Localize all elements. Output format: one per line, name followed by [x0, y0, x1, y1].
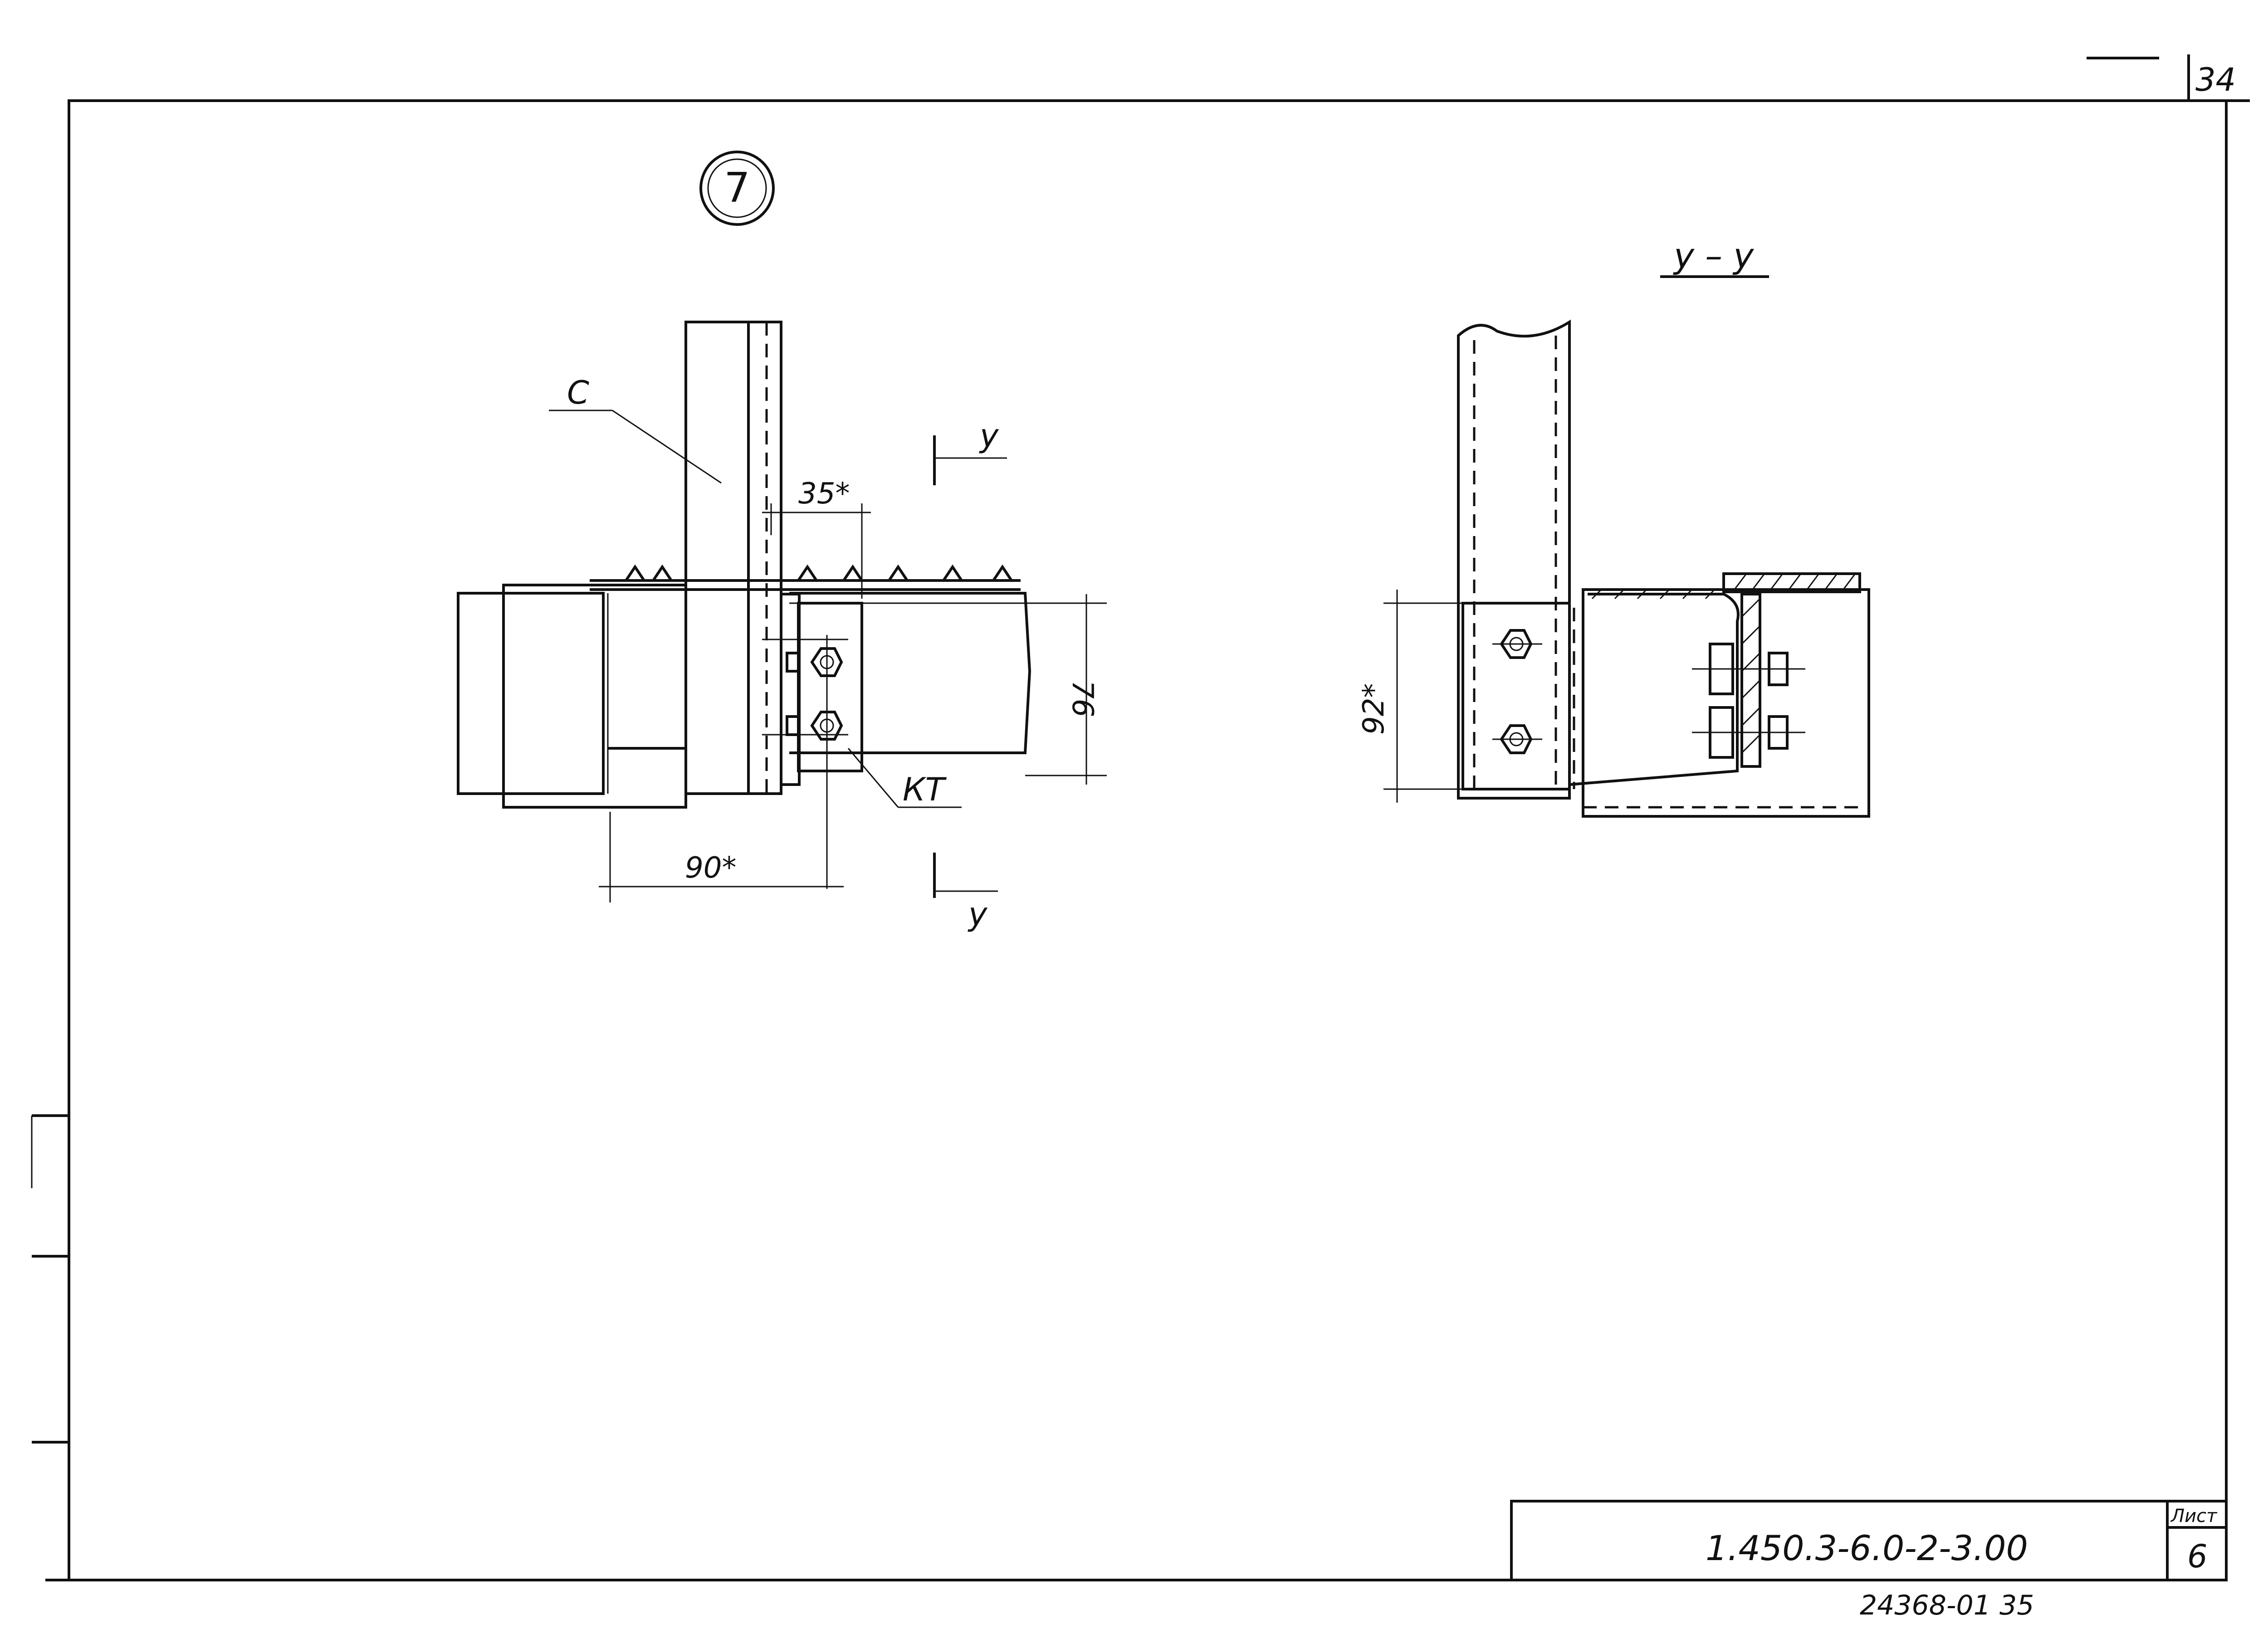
section-mark-bottom-label: у — [968, 896, 988, 933]
section-angle — [1569, 593, 1740, 786]
dim-35: 35* — [798, 477, 850, 511]
hatching — [1591, 573, 1856, 600]
plate-kt-back — [780, 593, 801, 786]
detail-number: 7 — [724, 164, 750, 212]
detail-circle-outer — [699, 151, 775, 226]
bolt — [786, 647, 843, 677]
drawing-designation: 1.450.3-6.0-2-3.00 — [1706, 1528, 2028, 1568]
leader-kt — [847, 748, 899, 808]
detail-circle-inner — [707, 158, 767, 218]
section-beam — [1582, 588, 1870, 818]
section-column — [1457, 319, 1571, 800]
section-plate — [1461, 602, 1571, 790]
left-view: С КТ 35* 76 90* у у — [457, 321, 1107, 933]
footer-code: 24368-01 35 — [1860, 1590, 2034, 1621]
sheet-label: Лист — [2170, 1506, 2218, 1527]
left-beam-web — [457, 592, 605, 795]
corner-number: 34 — [2195, 61, 2236, 98]
hatching — [1741, 598, 1761, 754]
hatched-top-strip — [1722, 572, 1861, 593]
column-c — [684, 321, 782, 795]
plate-kt — [797, 602, 863, 772]
dim-92: 92* — [1357, 683, 1391, 735]
title-block — [1510, 1500, 2228, 1581]
drawing-frame — [68, 99, 2228, 1581]
section-mark-top-label: у — [979, 417, 999, 454]
section-view: у – у — [1357, 235, 1870, 818]
grating-teeth — [625, 564, 1013, 581]
dim-90: 90* — [685, 851, 736, 885]
right-beam — [789, 592, 1031, 754]
leader-c — [612, 410, 722, 484]
label-kt: КТ — [903, 771, 947, 808]
sheet-number: 6 — [2187, 1538, 2208, 1575]
dim-76: 76 — [1066, 680, 1099, 717]
section-vertical-plate — [1740, 593, 1761, 768]
left-beam-channel — [502, 584, 687, 809]
label-c: С — [567, 374, 589, 411]
section-title: у – у — [1673, 235, 1754, 276]
